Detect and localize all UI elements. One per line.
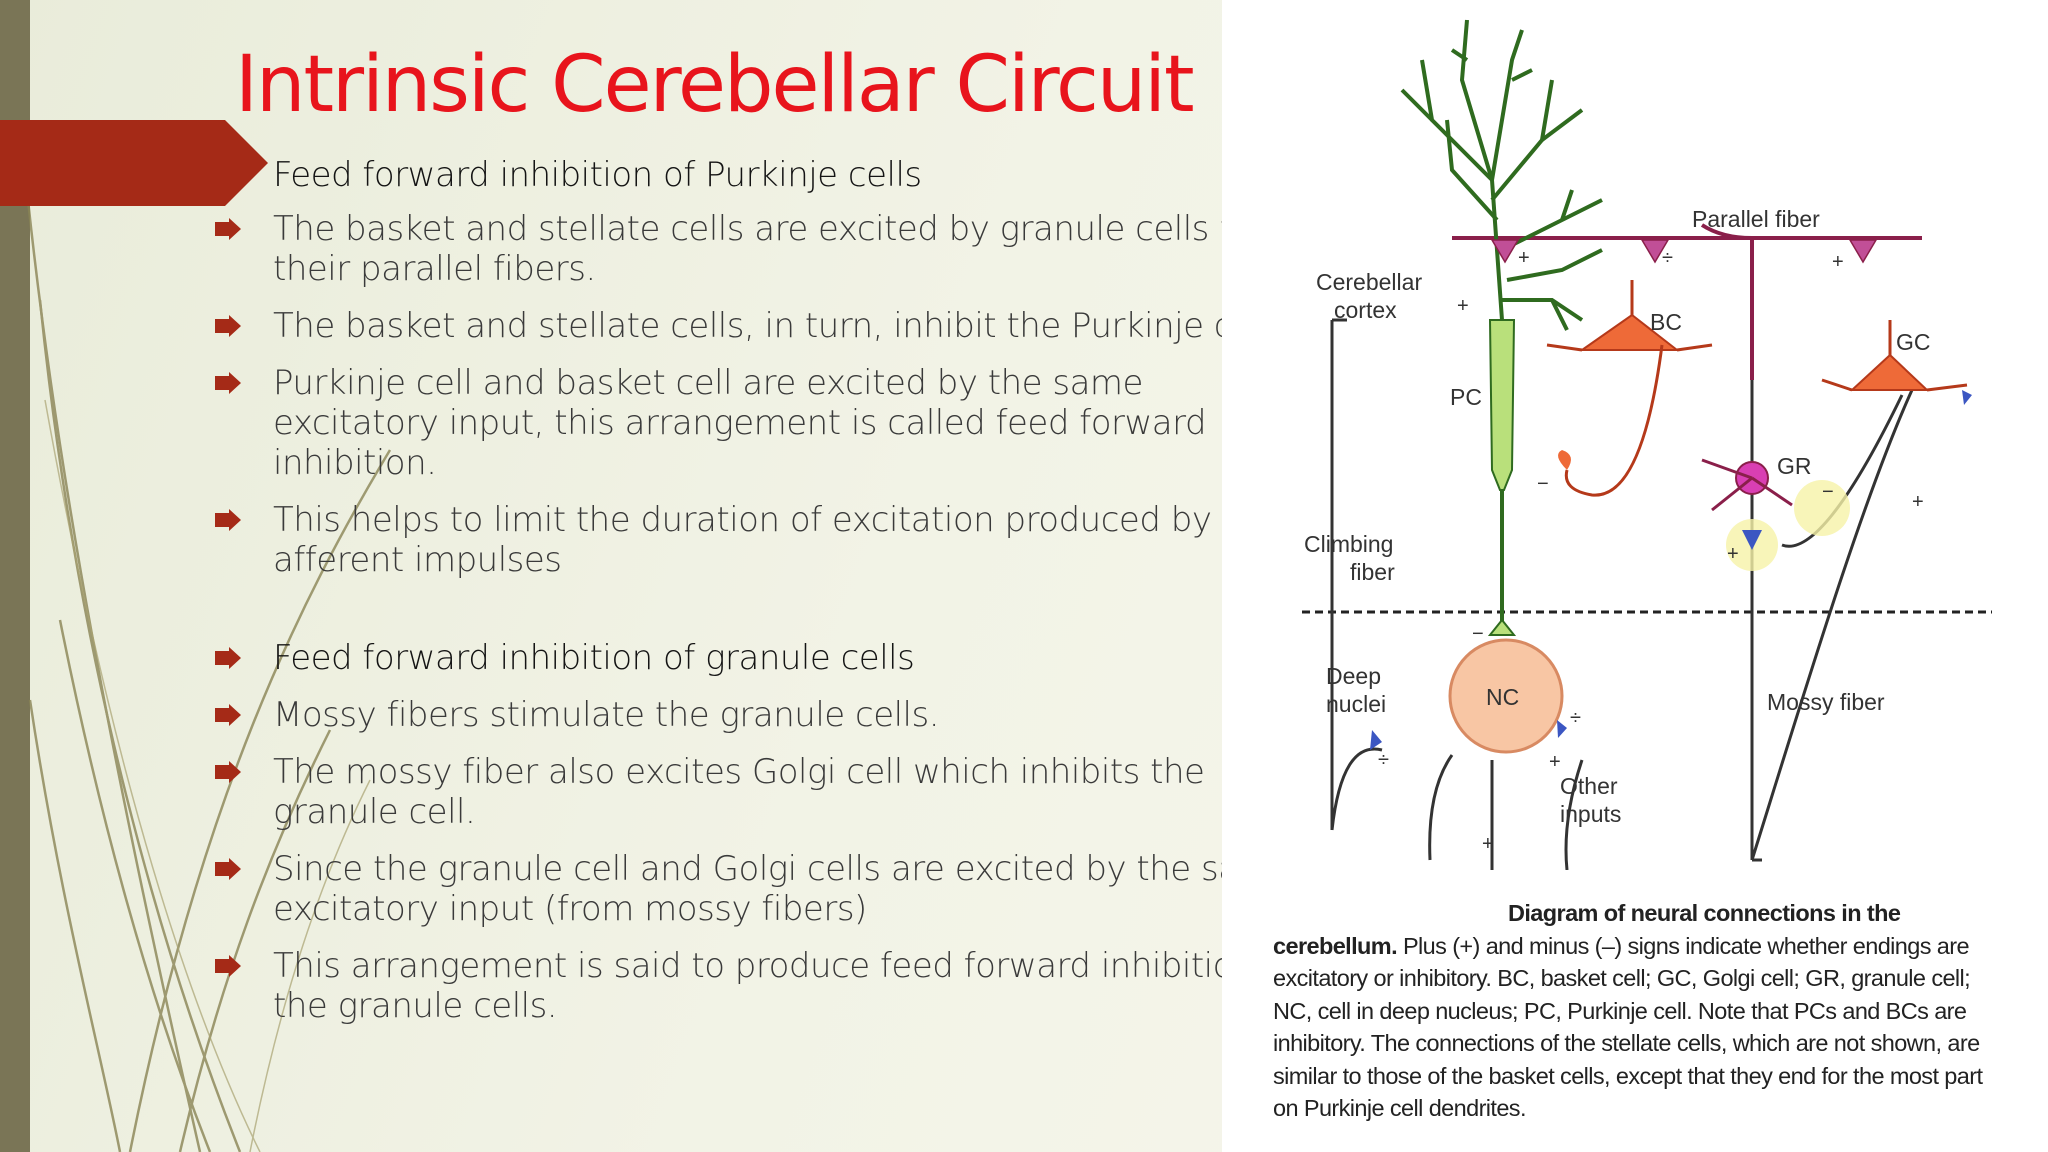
diagram-panel: Parallel fiber Cerebellar cortex BC GC P… xyxy=(1222,0,2048,1152)
bullet-text: The basket and stellate cells, in turn, … xyxy=(273,306,1288,346)
title-banner xyxy=(0,120,268,206)
arrow-bullet-icon xyxy=(215,372,241,394)
synapse-sign-markers: + ÷ + + − + + − − ÷ ÷ + + xyxy=(1378,247,1924,855)
bullet-item: This arrangement is said to produce feed… xyxy=(215,946,1315,1026)
label-parallel-fiber: Parallel fiber xyxy=(1692,206,1820,232)
caption-title-2: cerebellum. xyxy=(1273,932,1398,959)
label-other-inputs-1: Other xyxy=(1560,773,1618,799)
label-gc: GC xyxy=(1896,329,1931,355)
deep-nuclear-cell xyxy=(1448,638,1564,754)
bullet-content: Feed forward inhibition of Purkinje cell… xyxy=(215,155,1315,1043)
svg-text:+: + xyxy=(1727,543,1739,565)
svg-text:÷: ÷ xyxy=(1662,247,1673,269)
svg-text:+: + xyxy=(1912,491,1924,513)
label-deep-nuclei-1: Deep xyxy=(1326,663,1381,689)
svg-text:÷: ÷ xyxy=(1570,707,1581,729)
bullet-heading: Feed forward inhibition of Purkinje cell… xyxy=(215,155,1315,195)
bullet-text: Purkinje cell and basket cell are excite… xyxy=(273,363,1207,483)
arrow-bullet-icon xyxy=(215,315,241,337)
label-other-inputs-2: inputs xyxy=(1560,801,1621,827)
label-pc: PC xyxy=(1450,384,1482,410)
bullet-text: The mossy fiber also excites Golgi cell … xyxy=(273,752,1205,832)
label-deep-nuclei-2: nuclei xyxy=(1326,691,1386,717)
slide-title: Intrinsic Cerebellar Circuit xyxy=(235,40,1195,130)
label-cerebellar-cortex-2: cortex xyxy=(1334,297,1397,323)
bullet-item: This helps to limit the duration of exci… xyxy=(215,500,1315,580)
bullet-text: Since the granule cell and Golgi cells a… xyxy=(273,849,1292,929)
parallel-fiber-synapses xyxy=(1490,239,1878,264)
label-nc: NC xyxy=(1486,684,1519,710)
caption-title: Diagram of neural connections in the xyxy=(1508,900,1901,926)
svg-text:+: + xyxy=(1832,251,1844,273)
cerebellum-circuit-diagram: Parallel fiber Cerebellar cortex BC GC P… xyxy=(1302,19,1992,870)
golgi-cell xyxy=(1849,353,1930,391)
arrow-bullet-icon xyxy=(215,858,241,880)
caption-body: Plus (+) and minus (–) signs indicate wh… xyxy=(1273,932,1983,1122)
basket-cell xyxy=(1578,313,1680,351)
svg-text:−: − xyxy=(1537,473,1549,495)
bullet-list: Feed forward inhibition of Purkinje cell… xyxy=(215,155,1315,1026)
arrow-bullet-icon xyxy=(215,647,241,669)
label-mossy-fiber: Mossy fiber xyxy=(1767,689,1885,715)
bullet-item: Purkinje cell and basket cell are excite… xyxy=(215,363,1315,483)
bullet-text: Feed forward inhibition of Purkinje cell… xyxy=(273,155,922,195)
svg-text:+: + xyxy=(1482,833,1494,855)
arrow-bullet-icon xyxy=(215,955,241,977)
bullet-heading: Feed forward inhibition of granule cells xyxy=(215,638,1315,678)
bullet-text: This arrangement is said to produce feed… xyxy=(273,946,1297,1026)
bullet-text: Mossy fibers stimulate the granule cells… xyxy=(273,695,940,735)
bullet-text: This helps to limit the duration of exci… xyxy=(273,500,1312,580)
bullet-item: Mossy fibers stimulate the granule cells… xyxy=(215,695,1315,735)
label-climbing-fiber-2: fiber xyxy=(1350,559,1395,585)
bullet-text: The basket and stellate cells are excite… xyxy=(273,209,1269,289)
decorative-curves xyxy=(26,199,392,1152)
svg-text:+: + xyxy=(1457,295,1469,317)
arrow-bullet-icon xyxy=(215,704,241,726)
purkinje-cell-body xyxy=(1488,319,1516,491)
bullet-item: Since the granule cell and Golgi cells a… xyxy=(215,849,1315,929)
label-gr: GR xyxy=(1777,453,1812,479)
svg-text:+: + xyxy=(1518,247,1530,269)
purkinje-dendrites xyxy=(1400,19,1603,331)
svg-text:−: − xyxy=(1472,623,1484,645)
diagram-caption: Diagram of neural connections in the cer… xyxy=(1273,897,2013,1125)
label-bc: BC xyxy=(1650,309,1682,335)
bullet-item: The basket and stellate cells, in turn, … xyxy=(215,306,1315,346)
arrow-bullet-icon xyxy=(215,509,241,531)
label-climbing-fiber-1: Climbing xyxy=(1304,531,1393,557)
label-cerebellar-cortex-1: Cerebellar xyxy=(1316,269,1422,295)
bullet-text: Feed forward inhibition of granule cells xyxy=(273,638,915,678)
arrow-bullet-icon xyxy=(215,218,241,240)
svg-text:+: + xyxy=(1549,751,1561,773)
bullet-item: The basket and stellate cells are excite… xyxy=(215,209,1315,289)
arrow-bullet-icon xyxy=(215,761,241,783)
svg-text:÷: ÷ xyxy=(1378,749,1389,771)
bullet-item: The mossy fiber also excites Golgi cell … xyxy=(215,752,1315,832)
svg-text:−: − xyxy=(1822,481,1834,503)
